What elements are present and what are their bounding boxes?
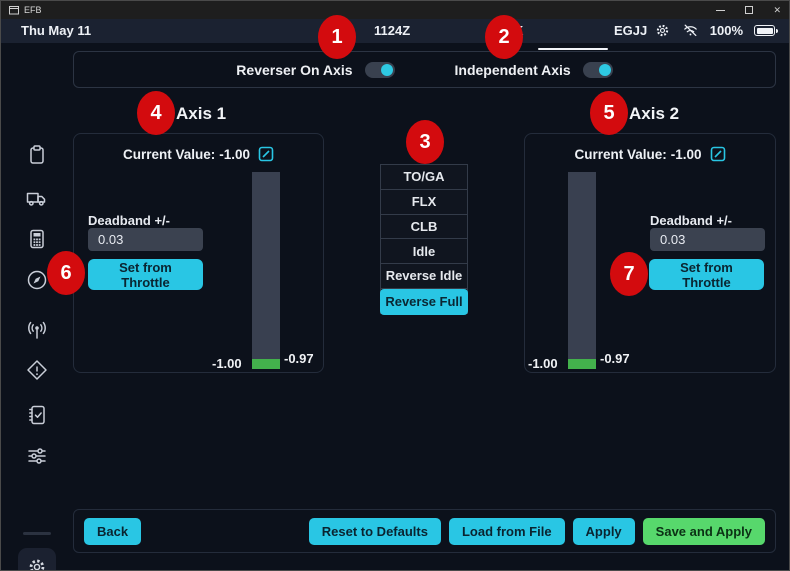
back-button[interactable]: Back <box>84 517 142 545</box>
footer-bar: Back Reset to Defaults Load from File Ap… <box>73 509 776 553</box>
app-icon <box>9 5 19 15</box>
detent-clb[interactable]: CLB <box>381 215 467 240</box>
battery-icon <box>754 25 778 36</box>
axis1-deadband-zone <box>252 359 280 369</box>
axis1-title: Axis 1 <box>176 104 227 123</box>
annotation-3: 3 <box>406 120 444 164</box>
status-bar: Thu May 11 1124Z K EGJJ 100% <box>1 19 789 50</box>
reverser-on-axis-toggle[interactable] <box>364 61 395 78</box>
annotation-4: 4 <box>137 91 175 135</box>
save-and-apply-button[interactable]: Save and Apply <box>642 517 765 545</box>
axis2-current-value-label: Current Value: <box>574 146 667 162</box>
calculator-icon[interactable] <box>25 227 49 251</box>
axis1-current-value: -1.00 <box>219 146 251 162</box>
sidebar <box>1 43 71 570</box>
detent-flx[interactable]: FLX <box>381 190 467 215</box>
edit-icon[interactable] <box>710 146 726 162</box>
load-from-file-button[interactable]: Load from File <box>448 517 565 545</box>
close-icon[interactable]: ✕ <box>773 4 781 15</box>
warning-icon[interactable] <box>25 358 49 382</box>
reverser-on-axis-label: Reverser On Axis <box>236 61 353 78</box>
truck-icon[interactable] <box>25 186 49 210</box>
flight-progress-line <box>538 48 608 50</box>
minimize-icon[interactable] <box>716 9 726 11</box>
axis2-current-value: -1.00 <box>670 146 702 162</box>
antenna-icon[interactable] <box>25 318 49 342</box>
wifi-off-icon <box>682 22 699 39</box>
axis1-deadband-input[interactable] <box>88 228 203 251</box>
gear-icon <box>26 556 48 570</box>
axis1-value-bar <box>252 172 280 359</box>
edit-icon[interactable] <box>258 146 274 162</box>
axis1-deadband-label: Deadband +/- <box>88 213 170 228</box>
detent-reverse-full[interactable]: Reverse Full <box>380 288 468 315</box>
reset-to-defaults-button[interactable]: Reset to Defaults <box>308 517 441 545</box>
axis2-bar-min: -1.00 <box>528 356 558 371</box>
axis1-bar-min: -1.00 <box>212 356 242 371</box>
detent-list: TO/GA FLX CLB Idle Reverse Idle Reverse … <box>380 164 468 315</box>
annotation-7: 7 <box>610 252 648 296</box>
axis2-deadband-zone <box>568 359 596 369</box>
axis1-bar-max: -0.97 <box>284 351 314 366</box>
sidebar-divider <box>23 532 51 535</box>
axis2-panel: Current Value: -1.00 Deadband +/- Set fr… <box>524 133 776 373</box>
window-title: EFB <box>24 5 42 15</box>
sliders-icon[interactable] <box>25 444 49 468</box>
status-time: 1124Z <box>374 23 411 38</box>
detent-toga[interactable]: TO/GA <box>381 165 467 190</box>
os-titlebar: EFB ✕ <box>1 1 789 19</box>
battery-percent: 100% <box>709 23 743 38</box>
axis-options-bar: Reverser On Axis Independent Axis <box>73 51 776 88</box>
axis1-current-value-label: Current Value: <box>122 146 216 162</box>
annotation-1: 1 <box>318 15 356 59</box>
axis1-set-from-throttle-button[interactable]: Set from Throttle <box>88 259 203 290</box>
annotation-6: 6 <box>47 251 85 295</box>
checklist-icon[interactable] <box>25 403 49 427</box>
status-destination: EGJJ <box>614 23 648 38</box>
axis2-deadband-input[interactable] <box>650 228 765 251</box>
detent-idle[interactable]: Idle <box>381 239 467 265</box>
axis1-panel: Current Value: -1.00 Deadband +/- Set fr… <box>73 133 324 373</box>
axis2-value-bar <box>568 172 596 359</box>
clipboard-icon[interactable] <box>25 143 49 167</box>
axis2-title: Axis 2 <box>629 104 680 123</box>
axis2-bar-max: -0.97 <box>600 351 630 366</box>
sidebar-item-settings[interactable] <box>18 548 56 570</box>
annotation-2: 2 <box>485 15 523 59</box>
apply-button[interactable]: Apply <box>572 517 635 545</box>
detent-reverse-idle[interactable]: Reverse Idle <box>381 264 467 289</box>
axis2-deadband-label: Deadband +/- <box>650 213 732 228</box>
maximize-icon[interactable] <box>745 6 754 14</box>
annotation-5: 5 <box>590 91 628 135</box>
compass-icon[interactable] <box>25 268 49 292</box>
status-date: Thu May 11 <box>21 23 92 38</box>
gear-icon[interactable] <box>654 22 671 39</box>
axis2-set-from-throttle-button[interactable]: Set from Throttle <box>649 259 764 290</box>
independent-axis-label: Independent Axis <box>454 61 571 78</box>
independent-axis-toggle[interactable] <box>582 61 613 78</box>
